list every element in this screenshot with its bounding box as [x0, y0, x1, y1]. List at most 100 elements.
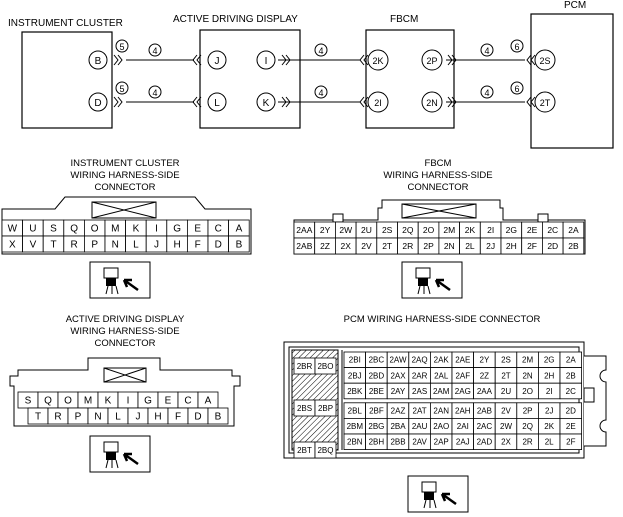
pin-label: P — [75, 412, 82, 423]
pin-label: 2S — [382, 225, 393, 235]
pin-label: O — [91, 224, 99, 235]
pin-label: S — [25, 396, 32, 407]
add-pin-j — [207, 50, 227, 70]
add-pin-i — [256, 50, 276, 70]
pin-label: 2BS — [297, 404, 312, 413]
pin-label: 2K — [465, 225, 476, 235]
pin-label: 2P — [423, 241, 434, 251]
pin-label: 2Q — [522, 422, 533, 431]
pin-label: 2AA — [477, 387, 493, 396]
wire-number — [480, 85, 494, 99]
fbcm-pin-2k-label: 2K — [372, 56, 383, 66]
fbcm-pin-2p-label: 2P — [426, 56, 437, 66]
pin-label: 2AT — [413, 406, 427, 415]
pin-label: 2T — [382, 241, 392, 251]
pcm-connector-title: PCM WIRING HARNESS-SIDE CONNECTOR — [344, 314, 541, 325]
pin-label: T — [35, 412, 41, 423]
wire-number — [314, 85, 328, 99]
title-line: CONNECTOR — [94, 182, 155, 193]
wire-number — [148, 43, 162, 57]
cluster-pin-d — [88, 92, 108, 112]
pin-label: M — [84, 396, 92, 407]
connector-view-icon — [89, 435, 151, 473]
pin-label: 2AS — [412, 387, 427, 396]
pin-label: 2Y — [480, 356, 490, 365]
add-pin-k-label: K — [263, 98, 270, 109]
title-line: CONNECTOR — [94, 338, 155, 349]
pin-label: F — [175, 412, 181, 423]
fbcm-pin-2k — [367, 49, 389, 71]
pin-label: 2BP — [318, 404, 333, 413]
pin-label: 2I — [546, 387, 553, 396]
pin-cell — [314, 357, 337, 375]
pin-label: C — [184, 396, 191, 407]
pin-label: 2O — [522, 387, 533, 396]
pin-label: 2I — [487, 225, 494, 235]
add-module-box — [199, 29, 301, 129]
pin-label: 2M — [522, 356, 533, 365]
pin-label: 2T — [501, 371, 510, 380]
pin-label: W — [8, 224, 18, 235]
pin-label: 2U — [361, 225, 372, 235]
cluster-connector-number — [115, 81, 129, 95]
pcm-pin-2s-label: 2S — [539, 56, 550, 66]
pin-label: 2AO — [433, 422, 449, 431]
pin-label: 2AA — [296, 225, 312, 235]
pin-label: 2D — [566, 406, 576, 415]
pin-label: H — [173, 240, 180, 251]
wire-number — [480, 43, 494, 57]
pin-label: R — [54, 412, 61, 423]
pin-label: 2A — [568, 225, 579, 235]
pin-label: 2AK — [434, 356, 450, 365]
pin-cell — [562, 237, 585, 255]
pin-label: 2BO — [317, 362, 333, 371]
connector-chevrons — [113, 54, 536, 108]
pin-label: 2W — [339, 225, 352, 235]
fbcm-pin-2n — [421, 91, 443, 113]
pin-label: F — [195, 240, 201, 251]
pin-label: Q — [70, 224, 78, 235]
pin-label: 2D — [547, 241, 558, 251]
pin-label: 2X — [341, 241, 352, 251]
pin-label: 2N — [444, 241, 455, 251]
add-pin-l — [207, 92, 227, 112]
cluster-pin-d-label: D — [94, 98, 101, 109]
pin-label: 2B — [566, 371, 576, 380]
pin-label: 2BI — [349, 356, 361, 365]
wires — [126, 59, 525, 103]
fbcm-pin-2n-label: 2N — [426, 98, 438, 108]
fbcm-module-label: FBCM — [390, 14, 418, 25]
pin-label: 2U — [501, 387, 511, 396]
pin-label: 2BA — [390, 422, 406, 431]
pin-label: 2AV — [412, 438, 427, 447]
pin-label: 2R — [402, 241, 413, 251]
pin-label: P — [91, 240, 98, 251]
pin-label: 2BE — [369, 387, 384, 396]
add-pin-i-label: I — [265, 56, 268, 67]
pin-label: 2AR — [412, 371, 428, 380]
pin-label: L — [133, 240, 139, 251]
title-line: INSTRUMENT CLUSTER — [70, 158, 179, 169]
pin-label: V — [30, 240, 37, 251]
pin-label: 2AI — [457, 422, 469, 431]
pin-label: Q — [44, 396, 52, 407]
pin-label: 2BD — [369, 371, 385, 380]
circuit-row-2: D 5 4 L K 4 2I 2N 4 6 2T — [88, 81, 556, 113]
add-module-label: ACTIVE DRIVING DISPLAY — [173, 14, 298, 25]
pin-label: 2AH — [455, 406, 471, 415]
pcm-module-box — [530, 13, 614, 149]
cluster-connector-number-text: 5 — [119, 42, 124, 52]
pin-label: 2C — [566, 387, 576, 396]
wire-number-text: 4 — [318, 46, 323, 56]
pin-label: 2G — [544, 356, 555, 365]
pin-label: 2V — [501, 406, 511, 415]
pin-label: R — [70, 240, 77, 251]
pin-cell — [559, 433, 583, 451]
pin-label: 2AL — [434, 371, 449, 380]
